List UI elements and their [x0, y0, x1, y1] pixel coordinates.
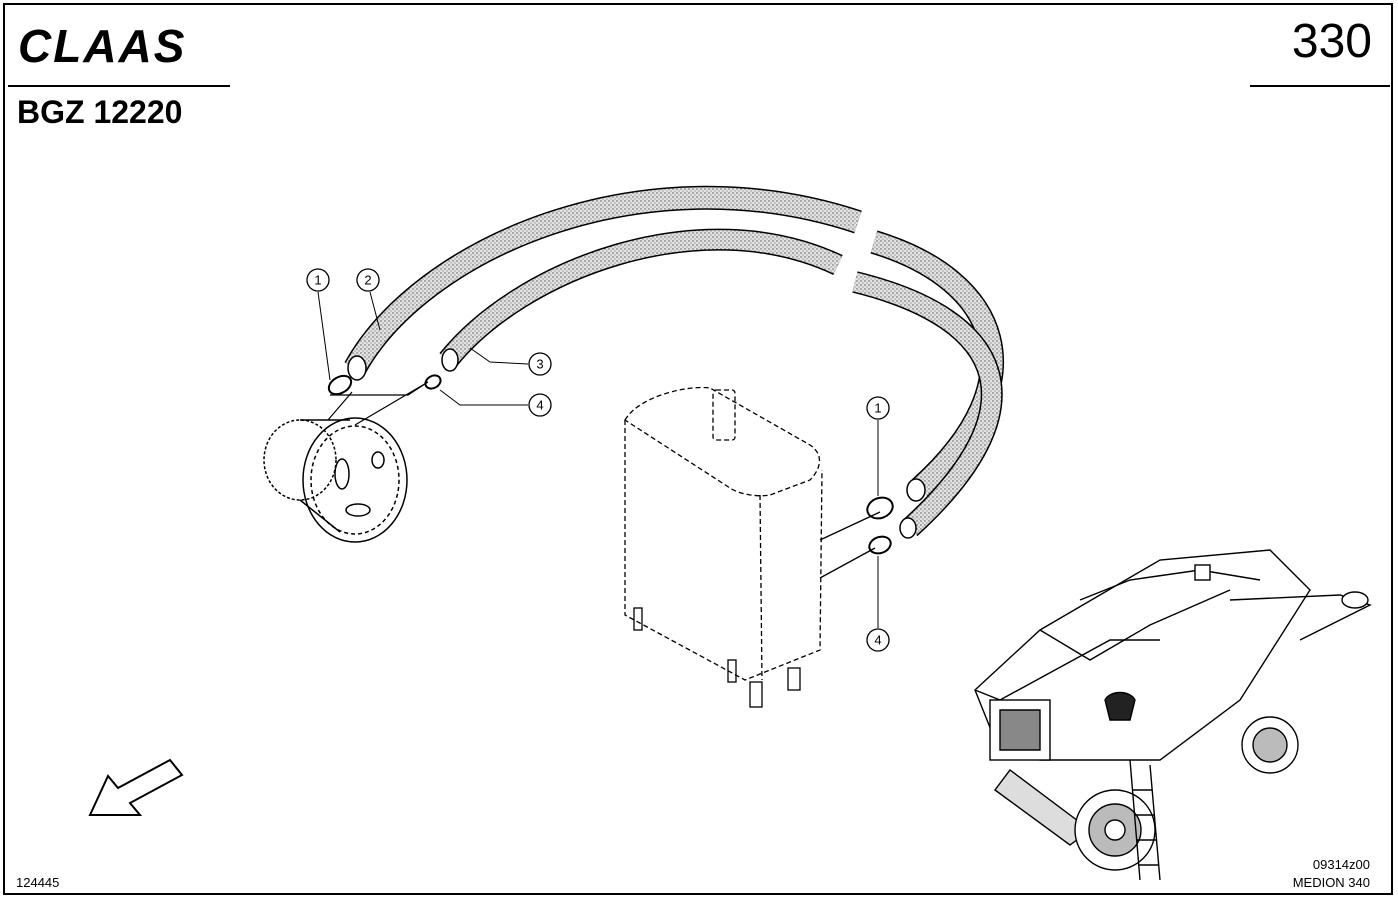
model-name: MEDION 340: [1292, 875, 1370, 890]
hose-ends: [347, 348, 926, 539]
direction-arrow-icon: [88, 758, 184, 816]
oil-tank-icon: [624, 386, 881, 681]
svg-text:2: 2: [364, 273, 371, 288]
svg-text:CLAAS: CLAAS: [18, 20, 186, 68]
callout-4-tank: 4: [866, 556, 890, 652]
svg-text:4: 4: [536, 398, 543, 413]
hydraulic-pump-icon: [263, 381, 429, 543]
claas-logo: CLAAS: [18, 20, 186, 68]
callout-1-tank: 1: [866, 396, 890, 496]
illustration-footer: 09314z00 MEDION 340: [1293, 856, 1370, 892]
page-number: 330: [1291, 15, 1372, 68]
svg-text:3: 3: [536, 357, 543, 372]
callout-1-pump: 1: [306, 268, 331, 381]
hose-2: [344, 185, 1004, 497]
tank-fittings: [633, 607, 801, 708]
drawing-reference: 124445: [16, 875, 60, 890]
callout-2: 2: [356, 268, 381, 331]
hose-clamp-icon: [327, 374, 894, 555]
callout-3: 3: [469, 347, 552, 376]
illustration-reference: 09314z00: [1312, 857, 1370, 872]
callout-4-pump: 4: [439, 389, 552, 417]
header-rule-right: [1250, 85, 1390, 87]
svg-text:4: 4: [874, 633, 881, 648]
drawing-sheet: [3, 3, 1393, 895]
svg-text:1: 1: [874, 401, 881, 416]
group-code: BGZ 12220: [17, 94, 183, 130]
header-rule-left: [8, 85, 230, 87]
hose-3: [439, 228, 1003, 537]
svg-text:1: 1: [314, 273, 321, 288]
combine-harvester-icon: [974, 549, 1372, 881]
